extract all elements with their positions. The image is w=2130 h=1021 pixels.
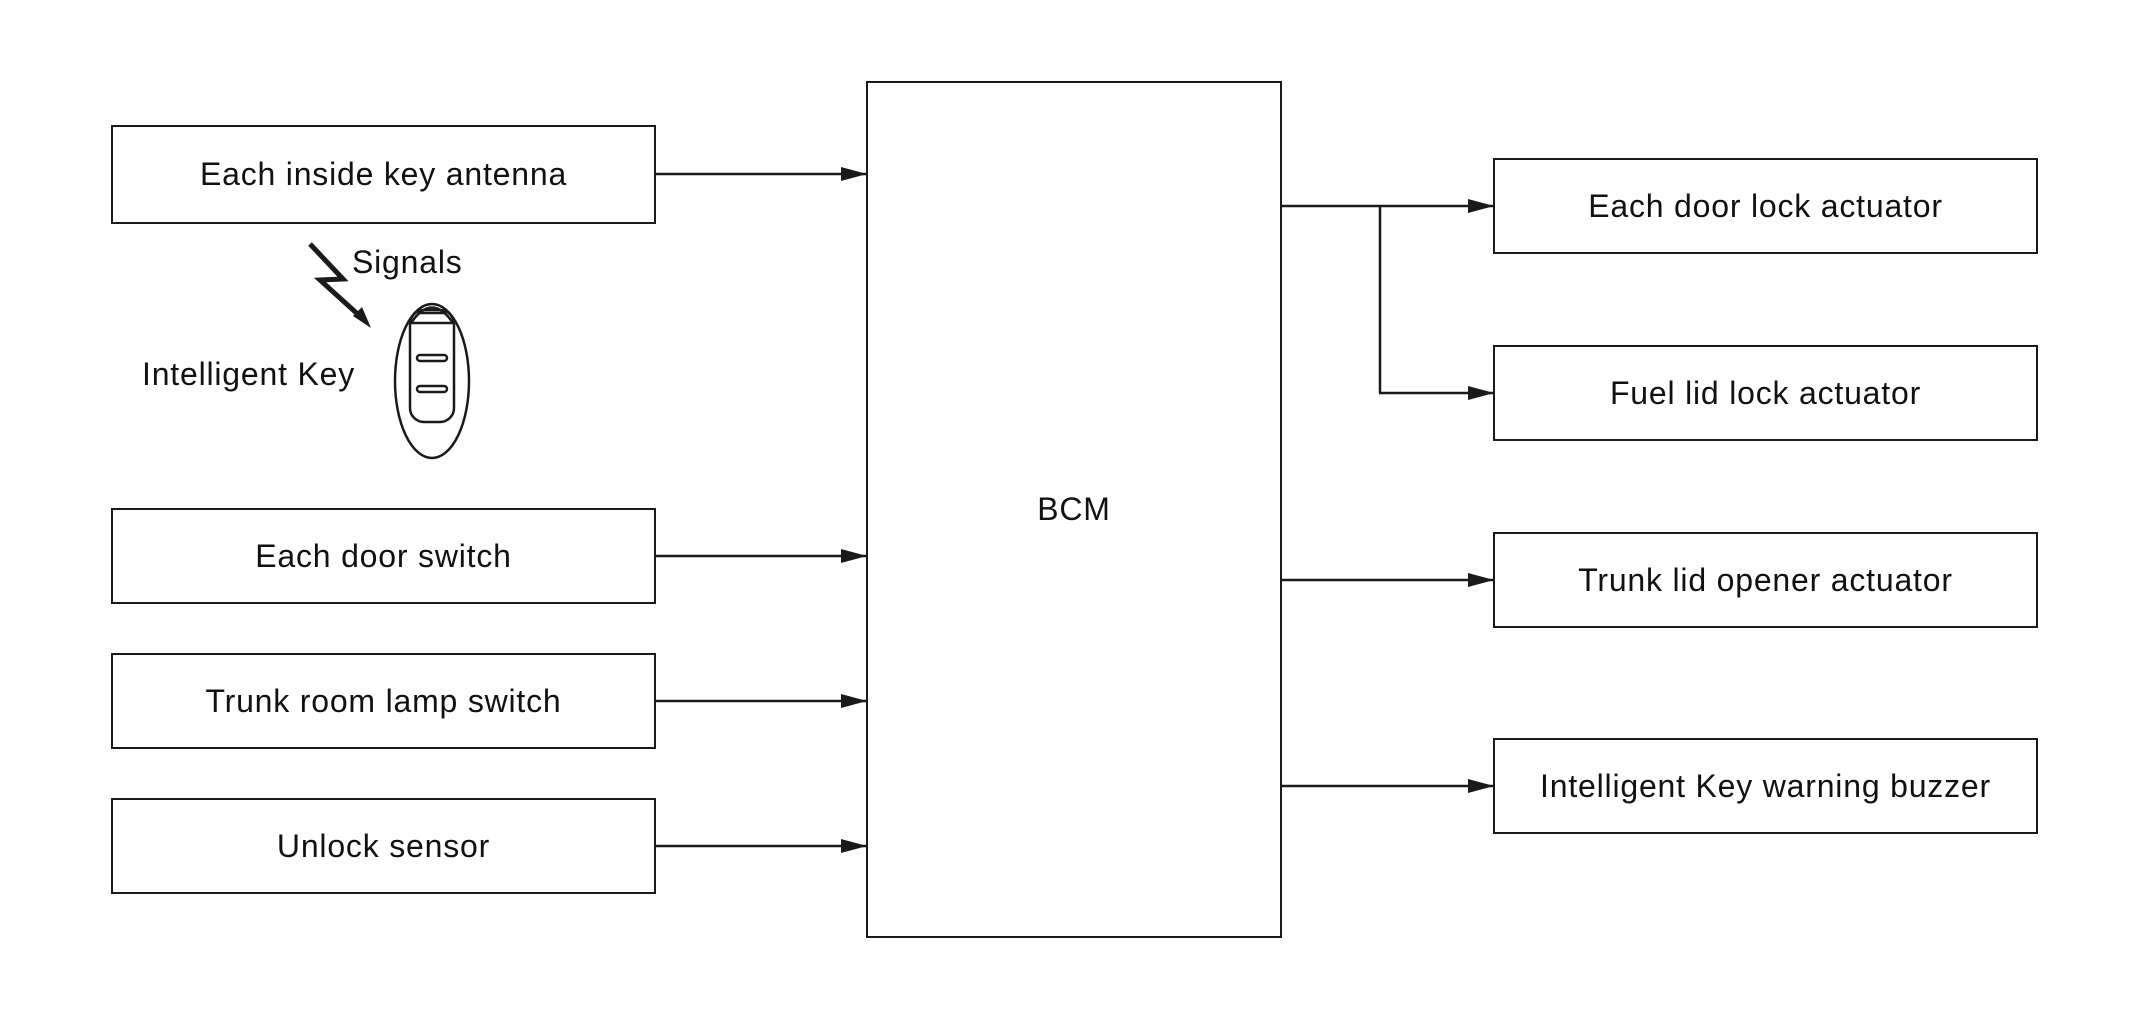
output-trunk-lid-opener-actuator: Trunk lid opener actuator xyxy=(1493,532,2038,628)
input-unlock-sensor: Unlock sensor xyxy=(111,798,656,894)
input-trunk-room-lamp-switch-label: Trunk room lamp switch xyxy=(205,682,562,719)
output-warning-buzzer-label: Intelligent Key warning buzzer xyxy=(1540,767,1991,804)
output-door-lock-actuator-label: Each door lock actuator xyxy=(1588,187,1943,224)
input-unlock-sensor-label: Unlock sensor xyxy=(276,827,491,864)
input-inside-key-antenna: Each inside key antenna xyxy=(111,125,656,224)
input-inside-key-antenna-label: Each inside key antenna xyxy=(199,156,568,192)
intelligent-key-label: Intelligent Key xyxy=(142,356,356,392)
lightning-signal-icon xyxy=(308,242,371,328)
output-warning-buzzer: Intelligent Key warning buzzer xyxy=(1493,738,2038,834)
output-trunk-lid-opener-actuator-label: Trunk lid opener actuator xyxy=(1578,561,1953,598)
bcm-label: BCM xyxy=(1037,491,1111,527)
input-door-switch: Each door switch xyxy=(111,508,656,604)
key-fob-icon xyxy=(393,302,471,460)
bcm-box: BCM xyxy=(866,81,1282,938)
signals-label: Signals xyxy=(352,244,463,280)
input-trunk-room-lamp-switch: Trunk room lamp switch xyxy=(111,653,656,749)
input-door-switch-label: Each door switch xyxy=(255,537,512,574)
output-fuel-lid-lock-actuator-label: Fuel lid lock actuator xyxy=(1609,374,1922,411)
output-door-lock-actuator: Each door lock actuator xyxy=(1493,158,2038,254)
output-fuel-lid-lock-actuator: Fuel lid lock actuator xyxy=(1493,345,2038,441)
